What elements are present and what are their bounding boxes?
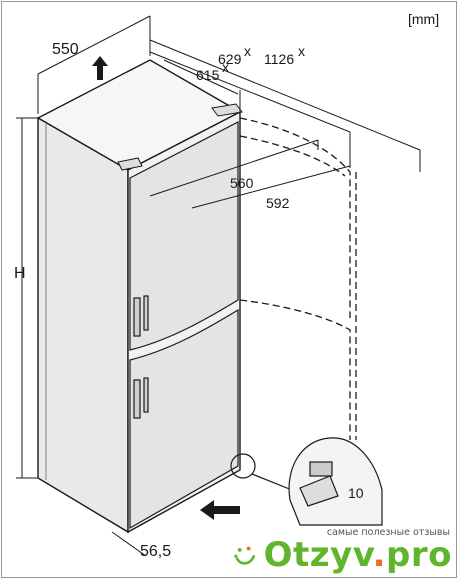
fridge-doors (129, 121, 239, 530)
wrench-icon (299, 475, 339, 507)
left-arrow-icon (200, 500, 240, 520)
door-swing-outline (239, 117, 357, 440)
foot-gap-label: 56,5 (140, 543, 171, 560)
up-arrow-icon (92, 56, 108, 80)
watermark-brand: Otzyv.pro (264, 535, 452, 575)
door-560-label: 560 (230, 175, 254, 191)
foot-detail-callout (230, 437, 383, 526)
depth-1126-label: 1126 (264, 51, 294, 67)
unit-label: [mm] (408, 11, 439, 27)
depth-615-mark: x (222, 59, 229, 75)
brand-tld: pro (386, 535, 452, 575)
depth-629-label: 629 (218, 51, 242, 67)
width-dimension: 550 (52, 41, 79, 58)
depth-615-label: 615 (196, 67, 220, 83)
depth-1126-mark: x (298, 43, 305, 59)
brand-dot: . (372, 535, 387, 575)
lower-door-handle (133, 379, 141, 419)
smiley-logo-icon (234, 546, 256, 565)
watermark-logo: Otzyv.pro (232, 535, 452, 575)
height-label: H (14, 265, 26, 282)
wrench-size-label: 10 (348, 485, 364, 501)
depth-629-mark: x (244, 43, 251, 59)
foot-bolt (309, 461, 333, 477)
watermark-tagline: самые полезные отзывы (326, 527, 450, 538)
brand-main: Otzyv (263, 535, 373, 575)
upper-door-handle (133, 297, 141, 337)
arrows (92, 56, 240, 520)
top-hinges (117, 103, 243, 171)
dimension-lines (16, 15, 421, 557)
door-592-label: 592 (266, 195, 290, 211)
